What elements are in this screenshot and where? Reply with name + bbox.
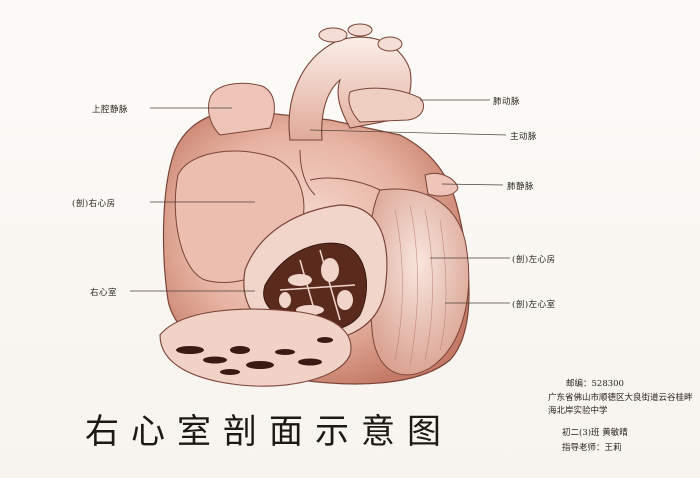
pulmonary-veins-shape — [424, 173, 459, 197]
leader-pv — [441, 183, 504, 186]
label-left-atrium: (剖)左心房 — [512, 255, 556, 265]
label-aorta: 主动脉 — [510, 132, 538, 142]
label-pulmonary-veins: 肺静脉 — [507, 182, 535, 192]
info-teacher: 指导老师：王莉 — [562, 443, 622, 453]
label-superior-vena-cava: 上腔静脉 — [92, 105, 129, 115]
label-right-atrium: (剖)右心房 — [72, 199, 116, 209]
svc-shape — [207, 82, 275, 136]
label-right-ventricle: 右心室 — [90, 288, 118, 298]
info-postcode: 邮编：528300 — [566, 379, 624, 389]
leader-aorta — [309, 129, 507, 136]
label-left-ventricle: (剖)左心室 — [512, 300, 556, 310]
aorta-shape — [288, 36, 412, 141]
pulmonary-artery-shape — [348, 87, 424, 123]
info-class-author: 初二(3)班 黄敏晴 — [562, 428, 628, 438]
info-address: 广东省佛山市顺德区大良街道云谷桂畔海北岸实验中学 — [548, 393, 693, 416]
apex-cut-slab — [159, 308, 352, 387]
label-pulmonary-artery: 肺动脉 — [493, 97, 521, 107]
drawing-title: 右心室剖面示意图 — [85, 412, 453, 452]
leader-lines — [130, 99, 510, 304]
